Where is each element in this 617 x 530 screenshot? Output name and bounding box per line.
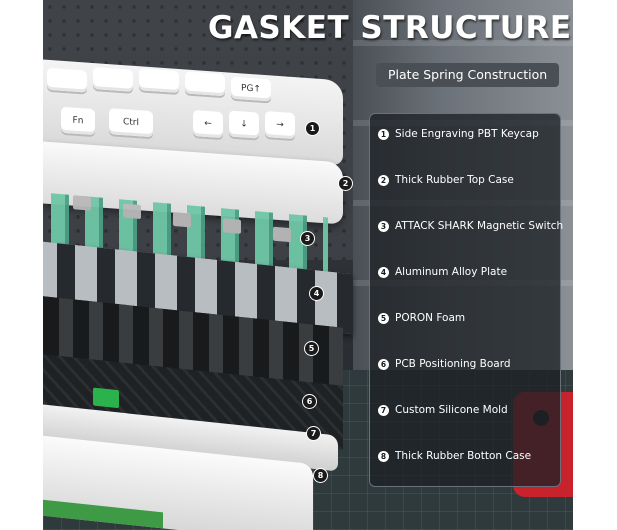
switch-stem [173,211,191,228]
legend-number: 1 [378,128,389,140]
product-image: PG↑ Fn Ctrl ← ↓ → 1 2 3 4 5 6 7 8 GASKET… [43,0,573,530]
legend-item: 1 Side Engraving PBT Keycap [378,125,539,143]
keycap [93,67,133,92]
legend-label: PORON Foam [395,312,466,324]
legend-number: 3 [378,220,389,232]
keycap-down: ↓ [229,110,259,139]
legend-item: 7 Custom Silicone Mold [378,401,508,419]
switch-stem [223,218,241,234]
legend-number: 8 [378,450,389,462]
keycap-pg: PG↑ [231,76,271,102]
legend-item: 5 PORON Foam [378,309,465,327]
switch-stem [273,226,291,243]
pcb-chip [93,387,119,409]
callout-badge-4: 4 [309,286,324,301]
legend-label: Side Engraving PBT Keycap [395,128,539,140]
keycap-right: → [265,111,295,140]
callout-badge-2: 2 [338,176,353,191]
switch-stem [73,195,91,211]
keycap [185,71,225,97]
keycap [47,67,87,93]
callout-badge-1: 1 [305,121,320,136]
legend-number: 6 [378,358,389,370]
callout-badge-7: 7 [306,426,321,441]
callout-badge-8: 8 [313,468,328,483]
keycap-ctrl: Ctrl [109,108,153,138]
legend-number: 5 [378,312,389,324]
legend-item: 2 Thick Rubber Top Case [378,171,514,189]
keycap-left: ← [193,110,223,139]
switch-stem [123,203,141,220]
legend-item: 3 ATTACK SHARK Magnetic Switch [378,217,563,235]
callout-badge-6: 6 [302,394,317,409]
legend-label: PCB Positioning Board [395,358,511,370]
legend-label: Aluminum Alloy Plate [395,266,508,278]
rack-slat [353,40,573,46]
subtitle-badge: Plate Spring Construction [376,63,560,87]
callout-badge-3: 3 [300,231,315,246]
legend-item: 6 PCB Positioning Board [378,355,511,373]
keycap [139,68,179,94]
keycap-fn: Fn [61,106,95,136]
legend-panel: 1 Side Engraving PBT Keycap 2 Thick Rubb… [369,113,563,487]
legend-label: ATTACK SHARK Magnetic Switch [395,220,564,232]
legend-number: 7 [378,404,389,416]
legend-number: 2 [378,174,389,186]
legend-item: 8 Thick Rubber Botton Case [378,447,531,465]
legend-item: 4 Aluminum Alloy Plate [378,263,507,281]
legend-label: Thick Rubber Botton Case [395,450,532,462]
page-title: GASKET STRUCTURE [208,10,572,46]
legend-number: 4 [378,266,389,278]
legend-label: Thick Rubber Top Case [395,174,514,186]
callout-badge-5: 5 [304,341,319,356]
legend-label: Custom Silicone Mold [395,404,508,416]
